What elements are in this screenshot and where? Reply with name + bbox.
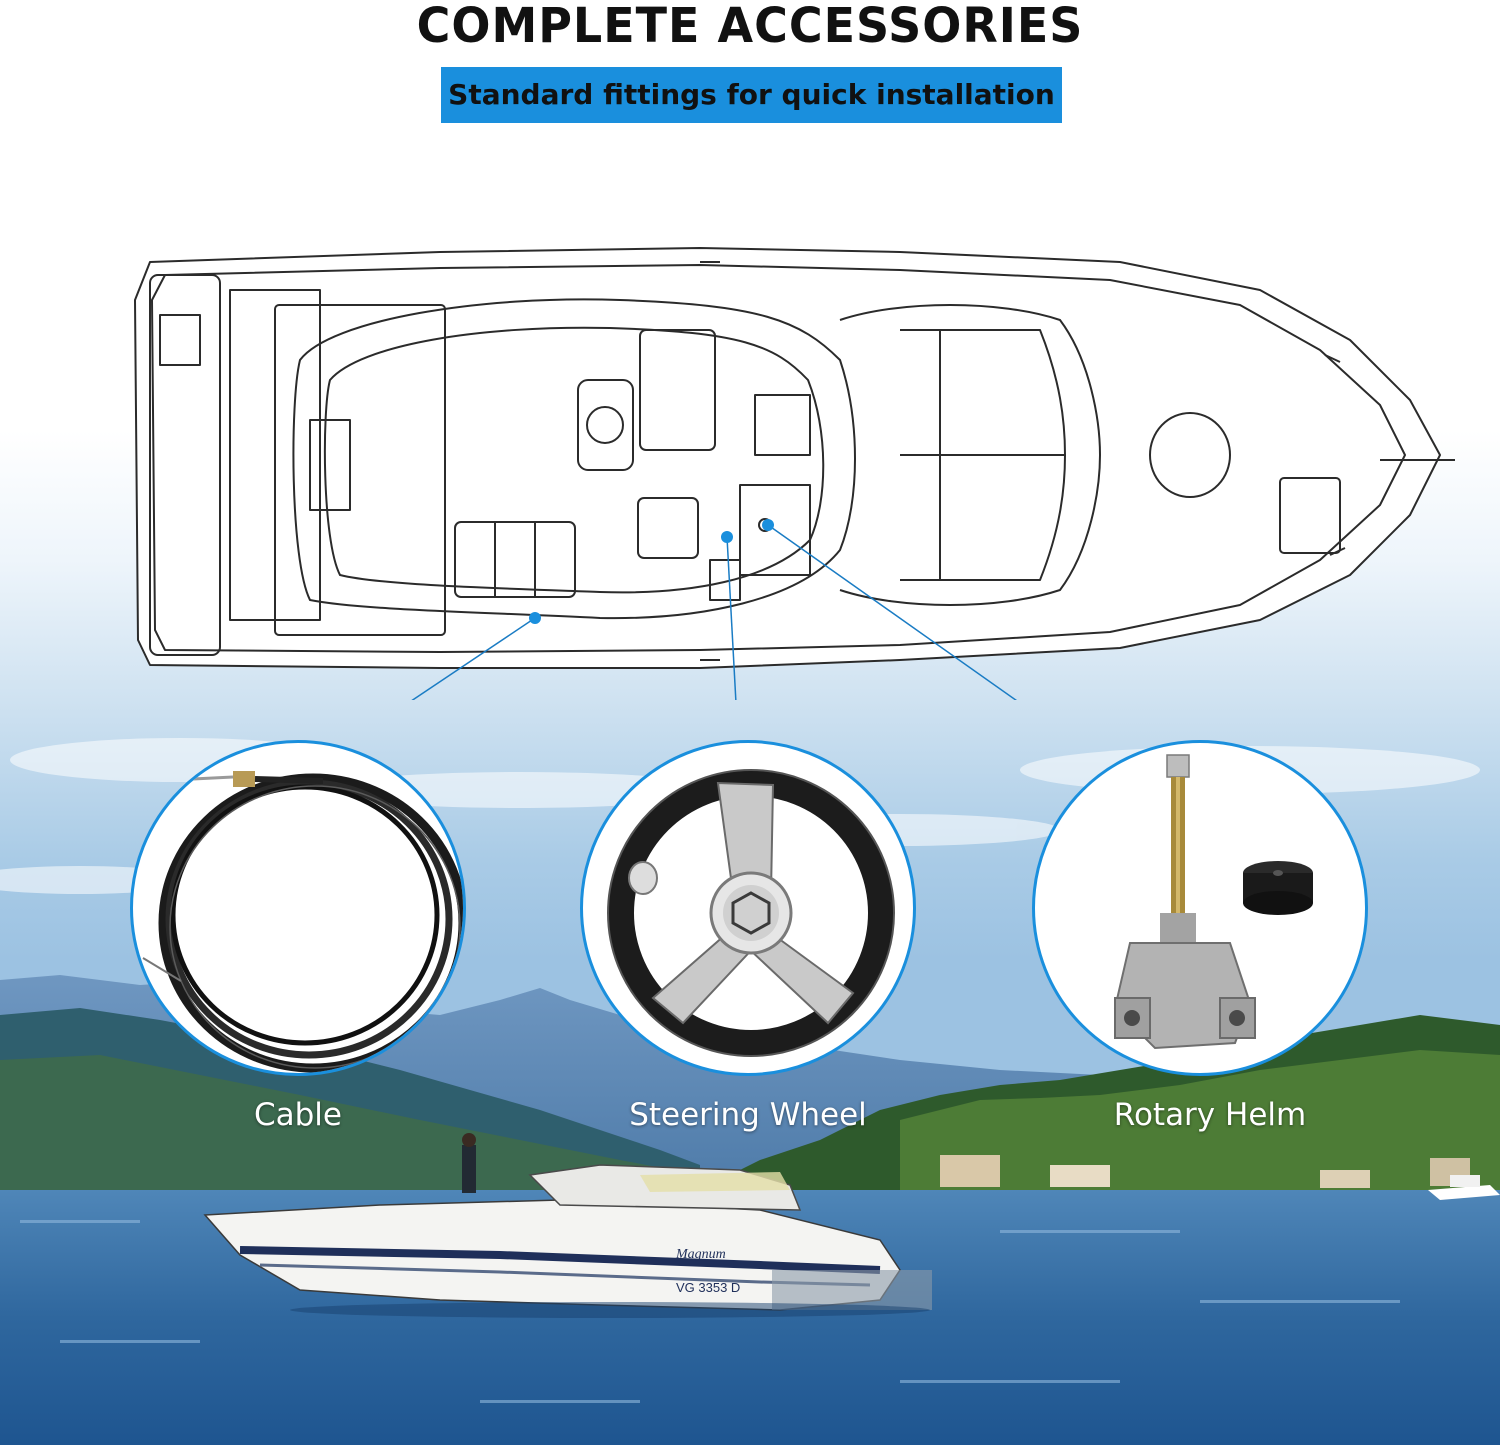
- left-hill-trees: [0, 1055, 700, 1200]
- right-hill-highlight: [900, 1050, 1500, 1190]
- hull-outline: [134, 247, 1441, 669]
- svg-text:VG 3353 D: VG 3353 D: [676, 1280, 740, 1295]
- deck-line: [151, 264, 1406, 653]
- callout-dots: [529, 519, 774, 624]
- distant-boat: [1428, 1175, 1500, 1200]
- svg-text:Magnum: Magnum: [675, 1247, 726, 1262]
- rotary-helm-label: Rotary Helm: [1113, 1097, 1307, 1133]
- motor-yacht-photo: Magnum VG 3353 D: [203, 1133, 932, 1318]
- rotary-helm-image: [1032, 740, 1368, 1076]
- callout-lines: [411, 524, 1018, 700]
- steering-wheel-icon: [607, 769, 895, 1057]
- steering-wheel-image: [580, 740, 916, 1076]
- subtitle-banner: Standard fittings for quick installation: [441, 67, 1062, 123]
- cable-image: [130, 740, 466, 1076]
- steering-wheel-label: Steering Wheel: [629, 1097, 867, 1133]
- cable-icon: [142, 771, 463, 1073]
- boat-topview-diagram: [134, 247, 1455, 700]
- rotary-helm-icon: [1113, 754, 1313, 1050]
- page-title: COMPLETE ACCESSORIES: [416, 0, 1084, 54]
- cable-label: Cable: [253, 1097, 342, 1133]
